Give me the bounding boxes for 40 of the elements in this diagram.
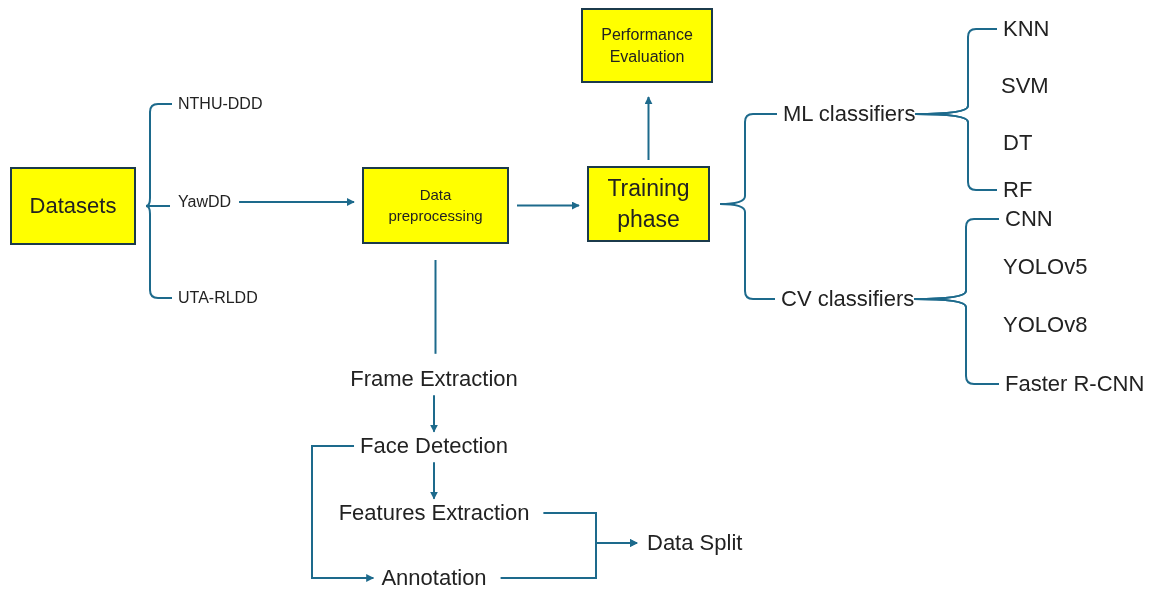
brace-connector xyxy=(145,103,173,207)
arrow xyxy=(430,394,438,433)
brace-connector xyxy=(145,205,171,207)
step-label: Face Detection xyxy=(360,432,508,460)
process-box xyxy=(581,8,713,83)
step-label: YOLOv5 xyxy=(1003,253,1088,281)
step-label: Faster R-CNN xyxy=(1005,370,1145,398)
step-label: YawDD xyxy=(178,192,232,212)
arrow xyxy=(499,539,638,579)
step-label: YOLOv8 xyxy=(1003,311,1088,339)
process-box xyxy=(10,167,136,245)
brace-connector xyxy=(914,113,998,191)
process-box xyxy=(362,167,509,244)
brace-connector xyxy=(719,203,776,300)
step-label: SVM xyxy=(1001,72,1049,100)
arrow xyxy=(238,198,355,206)
arrow xyxy=(430,461,438,500)
step-label: RF xyxy=(1003,176,1033,204)
step-label: CV classifiers xyxy=(781,285,915,313)
step-label: CNN xyxy=(1005,205,1053,233)
step-label: Annotation xyxy=(381,564,487,592)
step-label: ML classifiers xyxy=(783,100,916,128)
step-label: UTA-RLDD xyxy=(178,288,258,308)
arrow xyxy=(516,201,580,210)
step-label: KNN xyxy=(1003,15,1050,43)
step-label: Frame Extraction xyxy=(350,365,518,393)
brace-connector xyxy=(145,205,173,299)
box-label: Performance Evaluation xyxy=(600,24,694,67)
box-label: Datasets xyxy=(29,192,117,221)
step-label: Data Split xyxy=(647,529,743,557)
step-label: DT xyxy=(1003,129,1033,157)
step-label: Features Extraction xyxy=(338,499,530,527)
connector-line xyxy=(434,259,437,355)
process-box xyxy=(587,166,710,242)
arrow xyxy=(311,445,375,582)
box-label: Data preprocessing xyxy=(387,185,484,226)
step-label: NTHU-DDD xyxy=(178,94,263,114)
brace-connector xyxy=(913,298,1000,385)
arrow xyxy=(644,96,653,161)
box-label: Training phase xyxy=(606,173,691,234)
